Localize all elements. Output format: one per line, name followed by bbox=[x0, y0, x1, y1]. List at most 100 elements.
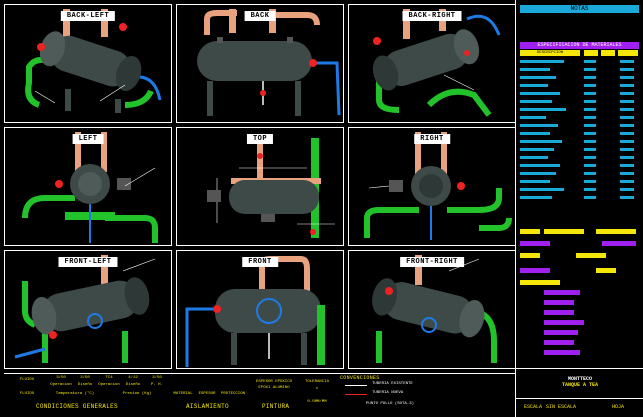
sheet-label: HOJA bbox=[612, 404, 625, 410]
left-illustration bbox=[22, 132, 158, 243]
insulation-col: ESPESOR bbox=[198, 392, 216, 396]
spec-row-cell bbox=[584, 172, 596, 175]
col-value: TC4 bbox=[105, 376, 113, 380]
spec-row-cell bbox=[620, 84, 634, 87]
panel-rule bbox=[516, 398, 643, 399]
spec-row-line bbox=[520, 172, 556, 175]
spec-title: ESPECIFICACION DE MATERIALES bbox=[520, 42, 639, 49]
spec-row-line bbox=[520, 84, 548, 87]
back-right-illustration bbox=[372, 9, 501, 117]
spec-row-cell bbox=[620, 92, 634, 95]
view-back: BACK bbox=[176, 4, 344, 123]
title-block-top-rule bbox=[4, 373, 515, 374]
insulation-col: PROTECCION bbox=[220, 392, 245, 396]
fluid-label: FLUIDO bbox=[19, 378, 35, 382]
spec-row-cell bbox=[584, 76, 596, 79]
view-label: TOP bbox=[246, 134, 274, 144]
spec-row-cell bbox=[584, 68, 596, 71]
block-bar bbox=[544, 320, 584, 325]
view-front: FRONT bbox=[176, 250, 344, 369]
spec-row-line bbox=[520, 116, 546, 119]
sub-label: FLUIDO bbox=[19, 392, 35, 396]
row-label: Operacion bbox=[50, 383, 72, 387]
spec-row-cell bbox=[620, 148, 634, 151]
col-value: 4/12 bbox=[128, 376, 138, 380]
view-label: LEFT bbox=[72, 134, 104, 144]
materials-panel: NOTAS ESPECIFICACION DE MATERIALES DESCR… bbox=[515, 0, 643, 417]
spec-row-line bbox=[520, 124, 558, 127]
spec-row-cell bbox=[620, 68, 634, 71]
top-illustration bbox=[207, 138, 335, 238]
spec-row-cell bbox=[584, 156, 596, 159]
spec-row-line bbox=[520, 132, 550, 135]
convention-item: TUBERIA NUEVA bbox=[372, 391, 404, 395]
spec-row-cell bbox=[584, 140, 596, 143]
block-bar bbox=[544, 229, 584, 234]
convention-item: TUBERIA EXISTENTE bbox=[372, 382, 413, 386]
spec-row-cell bbox=[620, 124, 634, 127]
spec-row-line bbox=[520, 108, 566, 111]
back-illustration bbox=[197, 9, 341, 116]
paint-caption: PINTURA bbox=[262, 403, 290, 410]
spec-row-cell bbox=[620, 140, 634, 143]
view-back-right: BACK-RIGHT bbox=[348, 4, 516, 123]
paint-line: EPOXI ALUMINO bbox=[258, 386, 290, 390]
block-bar bbox=[520, 253, 540, 258]
view-left: LEFT bbox=[4, 127, 172, 246]
block-bar bbox=[544, 290, 580, 295]
spec-header: DESCRIPCION bbox=[520, 50, 580, 56]
spec-row-line bbox=[520, 100, 552, 103]
col-value: 3/50 bbox=[80, 376, 90, 380]
view-right: RIGHT bbox=[348, 127, 516, 246]
block-bar bbox=[596, 268, 616, 273]
row-label: Diseño bbox=[125, 383, 141, 387]
block-bar bbox=[520, 229, 540, 234]
spec-row-line bbox=[520, 92, 560, 95]
spec-row-cell bbox=[620, 132, 634, 135]
insulation-caption: AISLAMIENTO bbox=[186, 403, 229, 410]
spec-row-cell bbox=[584, 60, 596, 63]
spec-row-line bbox=[520, 196, 552, 199]
block-bar bbox=[596, 229, 636, 234]
view-label: BACK-RIGHT bbox=[402, 11, 462, 21]
view-front-left: FRONT-LEFT bbox=[4, 250, 172, 369]
convention-item: PUNTO POLLO (SOTA-3) bbox=[366, 402, 415, 406]
block-bar bbox=[576, 253, 606, 258]
block-bar bbox=[544, 330, 578, 335]
spec-row-line bbox=[520, 156, 548, 159]
panel-rule bbox=[516, 368, 643, 369]
block-bar bbox=[602, 241, 636, 246]
new-pipe-symbol bbox=[345, 394, 367, 395]
spec-row-line bbox=[520, 148, 554, 151]
insulation-col: MATERIAL bbox=[173, 392, 193, 396]
front-left-illustration bbox=[14, 255, 156, 363]
spec-row-cell bbox=[584, 180, 596, 183]
spec-row-line bbox=[520, 188, 564, 191]
spec-row-line bbox=[520, 68, 550, 71]
right-illustration bbox=[364, 132, 512, 240]
spec-row-cell bbox=[620, 172, 634, 175]
spec-row-cell bbox=[620, 180, 634, 183]
spec-row-cell bbox=[620, 188, 634, 191]
spec-row-cell bbox=[584, 188, 596, 191]
spec-row-line bbox=[520, 76, 556, 79]
spec-row-cell bbox=[620, 108, 634, 111]
spec-header-label: DESCRIPCION bbox=[536, 51, 564, 55]
row-label: P. H. bbox=[150, 383, 163, 387]
block-bar bbox=[520, 268, 550, 273]
sub-label: Presion (Kg) bbox=[122, 392, 152, 396]
block-bar bbox=[544, 310, 574, 315]
spec-row-cell bbox=[620, 100, 634, 103]
spec-row-line bbox=[520, 140, 562, 143]
col-value: 3/50 bbox=[56, 376, 66, 380]
sub-label: Temperatura (°C) bbox=[55, 392, 95, 396]
view-front-right: FRONT-RIGHT bbox=[348, 250, 516, 369]
view-label: FRONT-LEFT bbox=[58, 257, 118, 267]
view-back-left: BACK-LEFT bbox=[4, 4, 172, 123]
front-illustration bbox=[185, 256, 325, 367]
spec-row-cell bbox=[620, 156, 634, 159]
view-label: FRONT-RIGHT bbox=[400, 257, 464, 267]
notes-title: NOTAS bbox=[520, 5, 639, 13]
spec-row-cell bbox=[620, 60, 634, 63]
general-conditions-caption: CONDICIONES GENERALES bbox=[36, 403, 118, 410]
